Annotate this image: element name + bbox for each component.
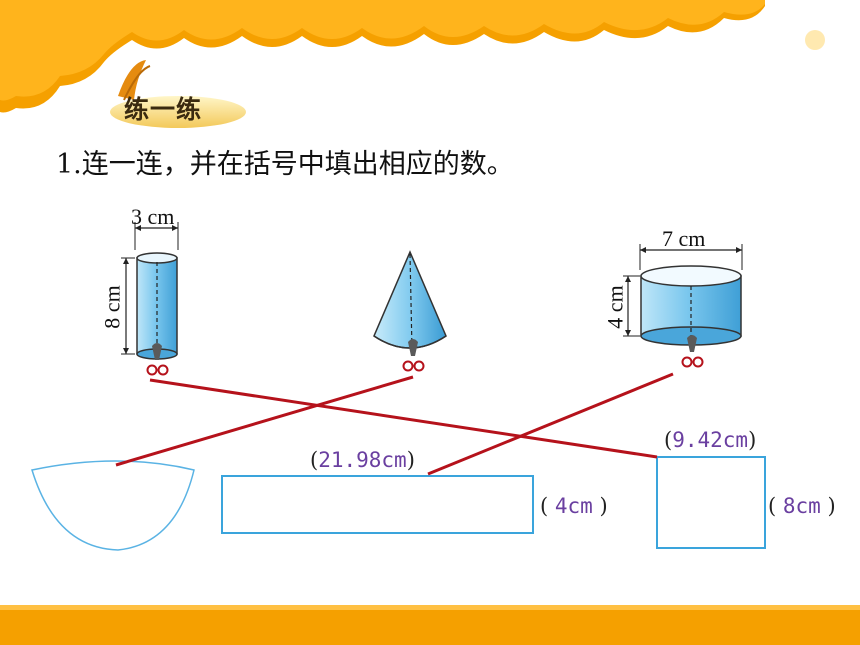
connector-line — [427, 372, 674, 476]
answer-square-width: ( 8cm ) — [768, 494, 836, 518]
answer-square-length: (9.42cm) — [664, 428, 757, 452]
answer-wide-length: (21.98cm) — [310, 448, 415, 472]
connector-line — [115, 375, 414, 467]
wide-cylinder — [623, 244, 743, 368]
wide-cylinder-diameter-label: 7 cm — [662, 226, 706, 251]
bottom-bar — [0, 605, 860, 645]
section-badge — [110, 60, 246, 128]
thin-cylinder-height-label: 8 cm — [99, 285, 125, 329]
square-rectangle — [656, 456, 766, 549]
connector-line — [149, 378, 658, 459]
sector-shape — [31, 460, 195, 551]
thin-cylinder — [121, 222, 179, 376]
thin-cylinder-diameter-label: 3 cm — [131, 204, 175, 229]
answer-wide-width: ( 4cm ) — [540, 494, 608, 518]
wide-rectangle — [221, 475, 534, 534]
top-banner-decoration — [0, 0, 825, 113]
question-text: 1.连一连，并在括号中填出相应的数。 — [56, 149, 514, 180]
wide-cylinder-height-label: 4 cm — [602, 285, 628, 329]
cone — [373, 250, 447, 372]
section-badge-label: 练一练 — [124, 95, 203, 124]
